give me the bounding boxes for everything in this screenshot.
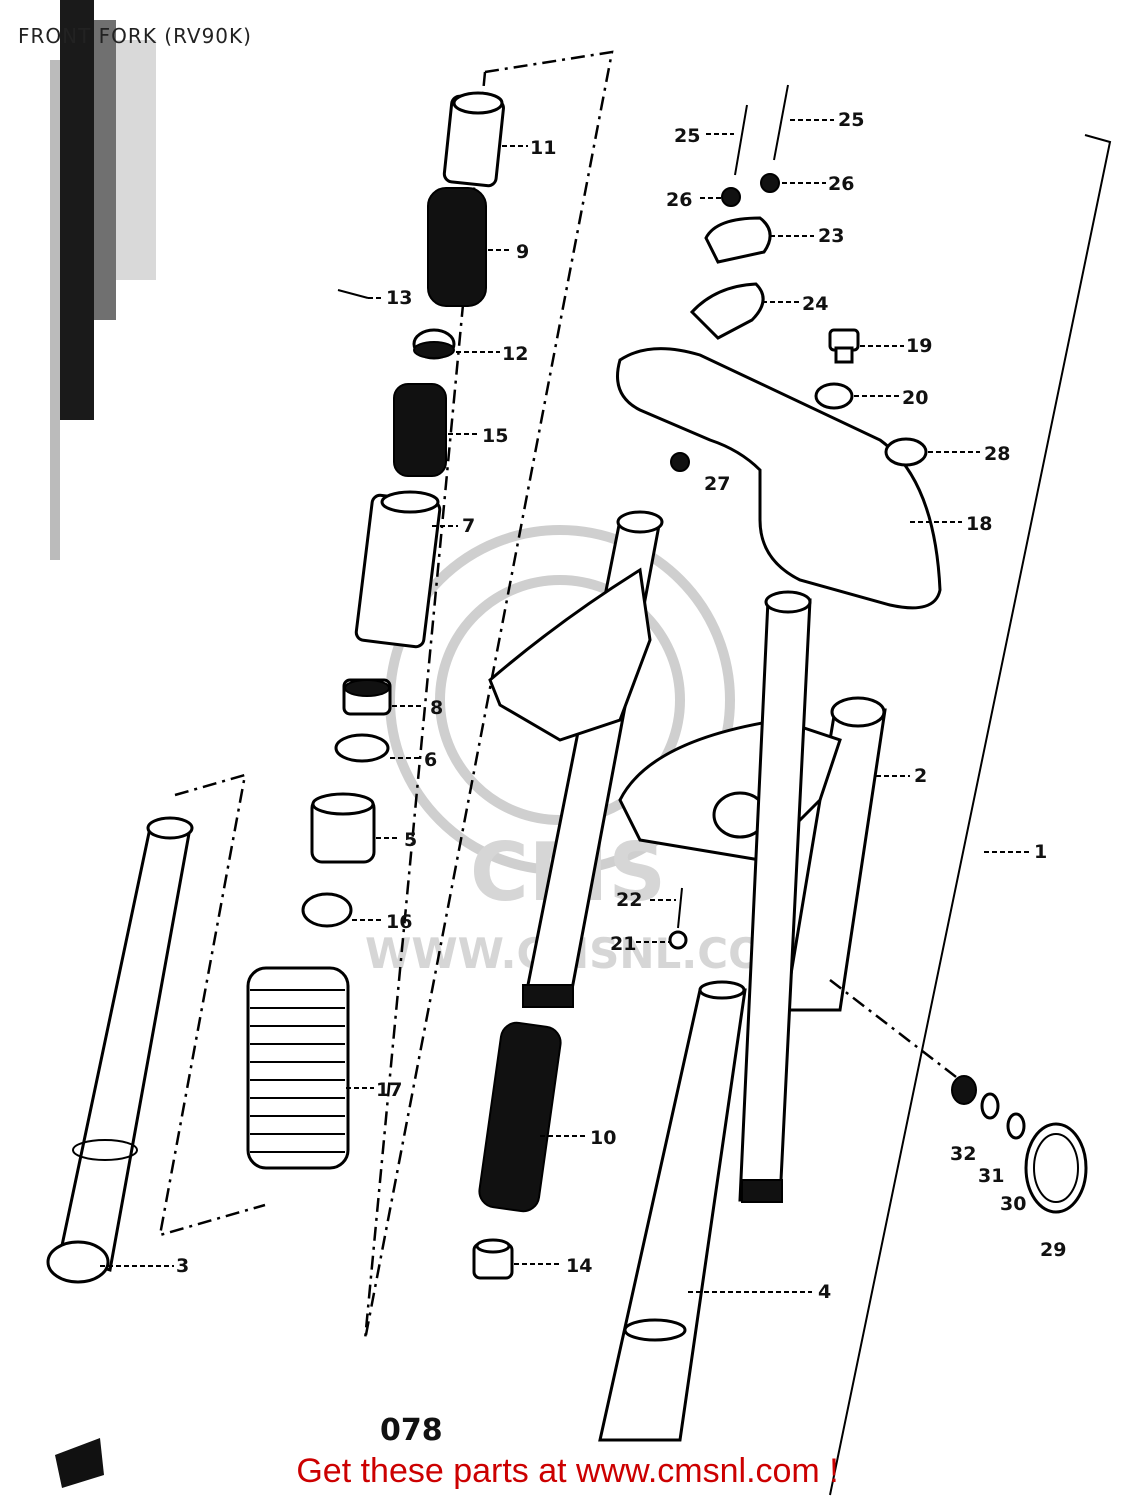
callout-21: 21	[610, 933, 636, 955]
callout-29: 29	[1040, 1239, 1066, 1261]
callout-8: 8	[430, 697, 443, 719]
leader-lines	[100, 119, 1030, 1293]
part-20-washer	[814, 382, 854, 410]
part-14-bolt	[472, 1238, 514, 1280]
assembly-bracket-1	[829, 134, 1112, 1496]
part-31-washer	[980, 1092, 1000, 1120]
callout-22: 22	[616, 889, 642, 911]
callout-6: 6	[424, 749, 437, 771]
part-23-clamp	[704, 216, 772, 264]
part-6-washer	[334, 733, 390, 763]
part-29-cover	[1024, 1122, 1088, 1214]
part-4-outer-tube	[598, 980, 747, 1442]
callout-10: 10	[590, 1127, 616, 1149]
callout-7: 7	[462, 515, 475, 537]
part-28-cap	[884, 437, 928, 467]
callout-25-left: 25	[674, 125, 700, 147]
part-9-spring	[427, 187, 487, 307]
callout-11: 11	[530, 137, 556, 159]
part-10-spring	[478, 1021, 562, 1213]
callout-9: 9	[516, 241, 529, 263]
callout-16: 16	[386, 911, 412, 933]
callout-25-right: 25	[838, 109, 864, 131]
part-5-seal	[310, 792, 376, 864]
part-17-rubber-boot	[246, 966, 350, 1170]
part-11-spacer	[442, 91, 505, 188]
part-27-nut	[670, 452, 690, 472]
part-8-bushing	[342, 678, 392, 716]
assembly-outline-inner	[363, 50, 614, 1341]
part-19-bolt	[828, 328, 860, 364]
part-22-screw	[677, 887, 683, 929]
part-15-spring	[393, 383, 447, 477]
callout-12: 12	[502, 343, 528, 365]
callout-14: 14	[566, 1255, 592, 1277]
callout-15: 15	[482, 425, 508, 447]
callout-30: 30	[1000, 1193, 1026, 1215]
page-title: FRONT FORK (RV90K)	[18, 24, 252, 48]
part-12-cap	[412, 328, 456, 360]
part-7-tube	[354, 490, 442, 649]
assembly-outline-outer	[158, 773, 266, 1237]
callout-23: 23	[818, 225, 844, 247]
fork-upper-bracket	[488, 567, 652, 742]
part-21-clip	[668, 930, 688, 950]
callout-26-left: 26	[666, 189, 692, 211]
part-30-washer	[1006, 1112, 1026, 1140]
callout-19: 19	[906, 335, 932, 357]
callout-13: 13	[386, 287, 412, 309]
callout-28: 28	[984, 443, 1010, 465]
part-32-nut	[951, 1075, 977, 1105]
callout-24: 24	[802, 293, 828, 315]
part-16-ring	[301, 892, 353, 928]
callout-labels: 1 2 3 4 5 6 7 8 9 10 11 12 13 14 15 16 1…	[176, 109, 1066, 1303]
part-26-washer-a	[721, 187, 741, 207]
watermark-url: WWW.CMSNL.COM	[365, 929, 806, 978]
part-13-screw	[337, 289, 369, 299]
callout-27: 27	[704, 473, 730, 495]
footer-promo-link[interactable]: Get these parts at www.cmsnl.com !	[296, 1452, 839, 1490]
callout-4: 4	[818, 1281, 831, 1303]
fork-inner-tube-right	[738, 590, 812, 1203]
drawing-code: 078	[380, 1413, 443, 1448]
callout-1: 1	[1034, 841, 1047, 863]
callout-17: 17	[376, 1079, 402, 1101]
callout-18: 18	[966, 513, 992, 535]
callout-3: 3	[176, 1255, 189, 1277]
callout-20: 20	[902, 387, 928, 409]
callout-2: 2	[914, 765, 927, 787]
part-25-bolt-b	[773, 84, 789, 161]
part-25-bolt-a	[734, 104, 748, 176]
part-24-clamp	[689, 282, 765, 340]
callout-26-right: 26	[828, 173, 854, 195]
callout-32: 32	[950, 1143, 976, 1165]
part-3-outer-tube	[46, 816, 194, 1284]
part-26-washer-b	[760, 173, 780, 193]
callout-5: 5	[404, 829, 417, 851]
part-18-top-bridge	[616, 347, 942, 610]
corner-arrow-icon	[55, 1438, 104, 1488]
callout-31: 31	[978, 1165, 1004, 1187]
scan-noise	[50, 0, 156, 560]
